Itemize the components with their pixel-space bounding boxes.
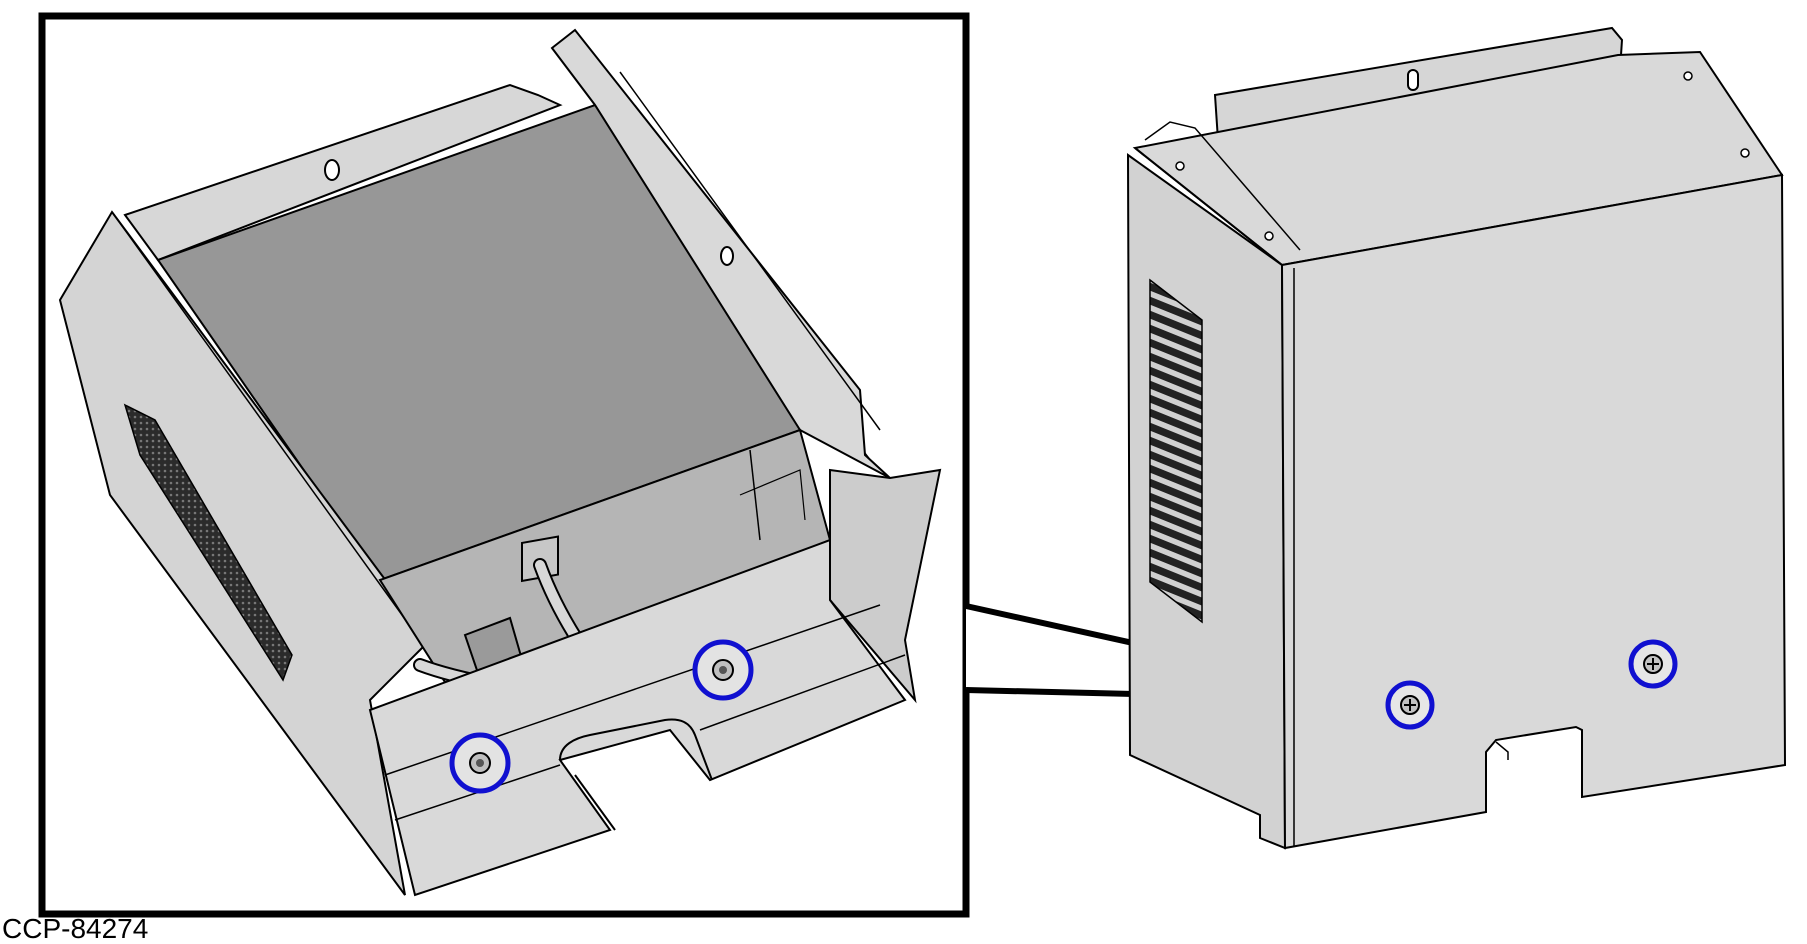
vent-grille-icon — [1149, 278, 1203, 624]
cable-notch — [559, 718, 713, 781]
vent-grille-icon — [123, 403, 293, 682]
screw-left-main — [1385, 680, 1435, 730]
front-tray-wall — [368, 538, 907, 897]
screw-right-main — [1628, 639, 1678, 689]
front-face — [1280, 173, 1787, 850]
screw-right-detail — [692, 639, 754, 701]
screw-left-detail — [449, 732, 511, 794]
detail-view — [38, 12, 970, 918]
rear-lip — [123, 83, 563, 262]
bracket-slot — [1407, 69, 1419, 91]
main-unit — [1126, 26, 1787, 850]
figure-id-label: CCP-84274 — [2, 913, 149, 944]
flange-hole — [720, 246, 734, 266]
slot-hole-top — [324, 159, 340, 181]
